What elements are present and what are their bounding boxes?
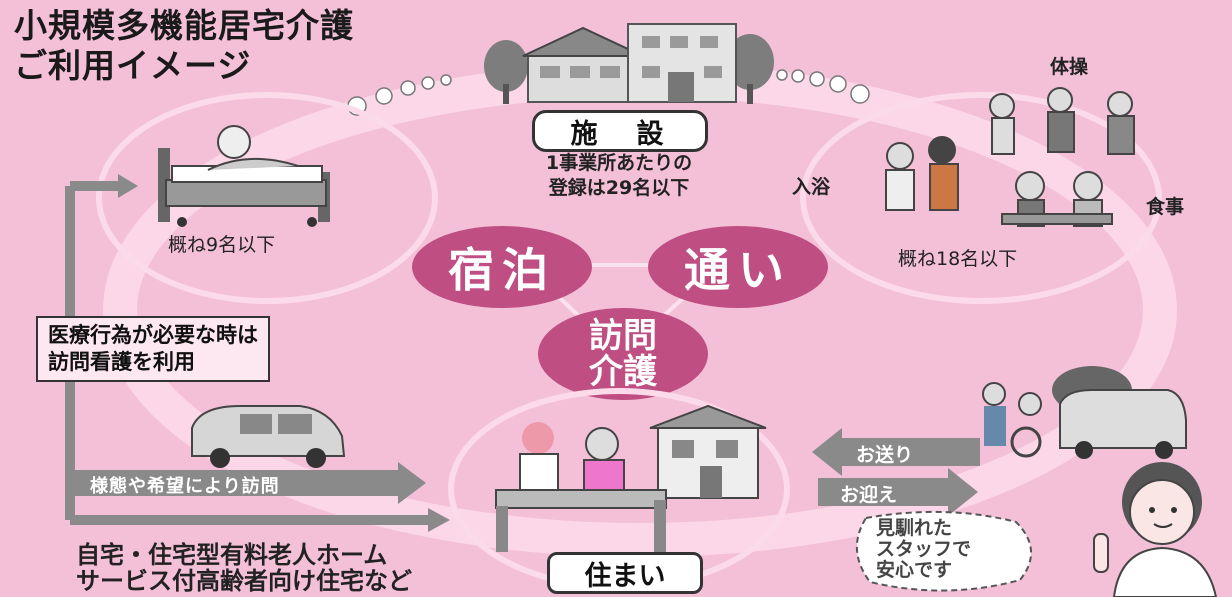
stay-circle [96,92,438,304]
home-label: 住まい [547,552,703,594]
page-title: 小規模多機能居宅介護 ご利用イメージ [14,6,354,85]
staff-person-illustration [1093,462,1218,597]
home-description: 自宅・住宅型有料老人ホーム サービス付高齢者向け住宅など [76,541,412,595]
facility-label: 施 設 [532,110,708,152]
staff-bubble-text: 見馴れた スタッフで 安心です [876,517,972,581]
activity-bath: 入浴 [792,176,831,198]
day-activities-illustration [885,87,1135,227]
activity-meal: 食事 [1146,196,1185,218]
car-illustration [191,405,346,468]
facility-note: 1事業所あたりの 登録は29名以下 [545,152,693,199]
medical-note: 医療行為が必要な時は 訪問看護を利用 [36,316,270,382]
home-care-illustration [495,404,767,552]
speech-bubble [855,510,1033,592]
stay-capacity: 概ね9名以下 [168,234,276,256]
activity-exercise: 体操 [1050,56,1089,78]
day-capacity: 概ね18名以下 [898,248,1018,270]
day-circle [800,92,1162,304]
pickup-label: お迎え [840,484,898,506]
day-blob: 通い [648,226,828,308]
send-label: お送り [856,444,914,466]
transport-van-illustration [982,366,1187,459]
facility-building-illustration [484,23,774,104]
stay-blob: 宿泊 [412,226,592,308]
visit-blob: 訪問 介護 [538,308,708,400]
care-bed-illustration [158,125,330,227]
visit-arrow-label: 様態や希望により訪問 [90,476,280,497]
